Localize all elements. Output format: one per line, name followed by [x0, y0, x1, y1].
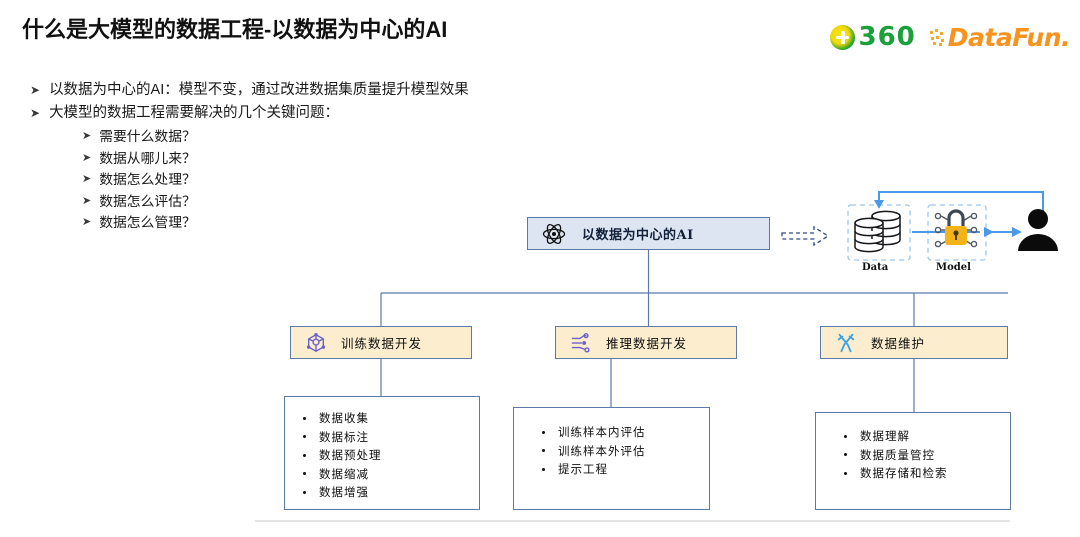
arrow-bullet-icon: ➤: [82, 173, 92, 185]
list-item: 数据增强: [299, 483, 479, 502]
arrow-bullet-icon: ➤: [30, 106, 41, 120]
logo-360: 360: [830, 24, 915, 50]
category-box-inference-data[interactable]: 推理数据开发: [555, 326, 737, 359]
bullet-item: ➤ 以数据为中心的AI：模型不变，通过改进数据集质量提升模型效果: [30, 80, 469, 101]
arrow-bullet-icon: ➤: [30, 83, 41, 97]
list-item: 训练样本内评估: [538, 423, 709, 442]
logo-360-text: 360: [858, 22, 916, 52]
list-items: 数据收集 数据标注 数据预处理 数据缩减 数据增强: [299, 409, 479, 502]
arrow-bullet-icon: ➤: [82, 130, 92, 142]
center-node-label: 以数据为中心的AI: [582, 228, 694, 243]
arrow-bullet-icon: ➤: [82, 151, 92, 164]
page-title: 什么是大模型的数据工程-以数据为中心的AI: [22, 17, 448, 42]
logo-group: 360 DataFun.: [830, 22, 1071, 52]
bullet-item: ➤ 数据怎么处理？: [82, 169, 469, 191]
logo-datafun-text: DataFun.: [947, 22, 1071, 52]
lock-model-icon: [934, 209, 978, 248]
bullet-list: ➤ 以数据为中心的AI：模型不变，通过改进数据集质量提升模型效果 ➤ 大模型的数…: [30, 80, 469, 234]
list-item: 数据理解: [840, 427, 1010, 446]
bullet-text: 以数据为中心的AI：模型不变，通过改进数据集质量提升模型效果: [49, 82, 469, 98]
bullet-item: ➤ 数据怎么管理？: [82, 212, 469, 234]
list-box-inference-data: 训练样本内评估 训练样本外评估 提示工程: [513, 407, 710, 510]
stage-label-model: Model: [936, 262, 971, 273]
list-item: 数据收集: [299, 409, 479, 428]
arrow-bullet-icon: ➤: [82, 216, 92, 228]
bullet-item: ➤ 数据从哪儿来？: [82, 148, 469, 170]
atom-icon: [542, 223, 566, 244]
bullet-text: 需要什么数据？: [99, 129, 196, 144]
dataflow-icon: [571, 332, 590, 352]
category-label: 训练数据开发: [341, 336, 423, 351]
logo-datafun: DataFun.: [929, 22, 1071, 52]
tools-icon: [837, 333, 855, 352]
dots-icon: [929, 26, 946, 48]
plus-circle-icon: [830, 24, 856, 50]
bullet-text: 大模型的数据工程需要解决的几个关键问题：: [49, 105, 340, 121]
center-node[interactable]: 以数据为中心的AI: [527, 217, 770, 250]
bullet-text: 数据怎么处理？: [99, 172, 196, 187]
category-box-training-data[interactable]: 训练数据开发: [290, 326, 472, 359]
bullet-item: ➤ 数据怎么评估？: [82, 191, 469, 213]
database-icon: [854, 210, 901, 253]
list-box-training-data: 数据收集 数据标注 数据预处理 数据缩减 数据增强: [284, 396, 480, 510]
bullet-text: 数据怎么管理？: [99, 215, 196, 230]
dashed-arrow-icon: [781, 225, 830, 247]
list-item: 数据存储和检索: [840, 464, 1010, 483]
stage-label-data: Data: [862, 262, 889, 273]
category-label: 推理数据开发: [606, 336, 688, 351]
list-items: 训练样本内评估 训练样本外评估 提示工程: [538, 423, 709, 479]
network-node-icon: [306, 332, 326, 352]
list-item: 数据质量管控: [840, 446, 1010, 465]
list-item: 数据预处理: [299, 446, 479, 465]
bullet-text: 数据怎么评估？: [99, 193, 196, 209]
bullet-text: 数据从哪儿来？: [99, 150, 196, 166]
bullet-item: ➤ 需要什么数据？: [82, 126, 469, 148]
list-item: 数据缩减: [299, 465, 479, 484]
list-item: 提示工程: [538, 460, 709, 479]
arrow-bullet-icon: ➤: [82, 194, 92, 207]
category-label: 数据维护: [871, 336, 926, 351]
category-box-data-maintenance[interactable]: 数据维护: [820, 326, 1008, 359]
list-box-data-maintenance: 数据理解 数据质量管控 数据存储和检索: [815, 412, 1011, 510]
list-item: 训练样本外评估: [538, 442, 709, 461]
list-items: 数据理解 数据质量管控 数据存储和检索: [840, 427, 1010, 483]
bullet-item: ➤ 大模型的数据工程需要解决的几个关键问题：: [30, 103, 469, 124]
user-icon: [1018, 209, 1058, 251]
list-item: 数据标注: [299, 428, 479, 447]
